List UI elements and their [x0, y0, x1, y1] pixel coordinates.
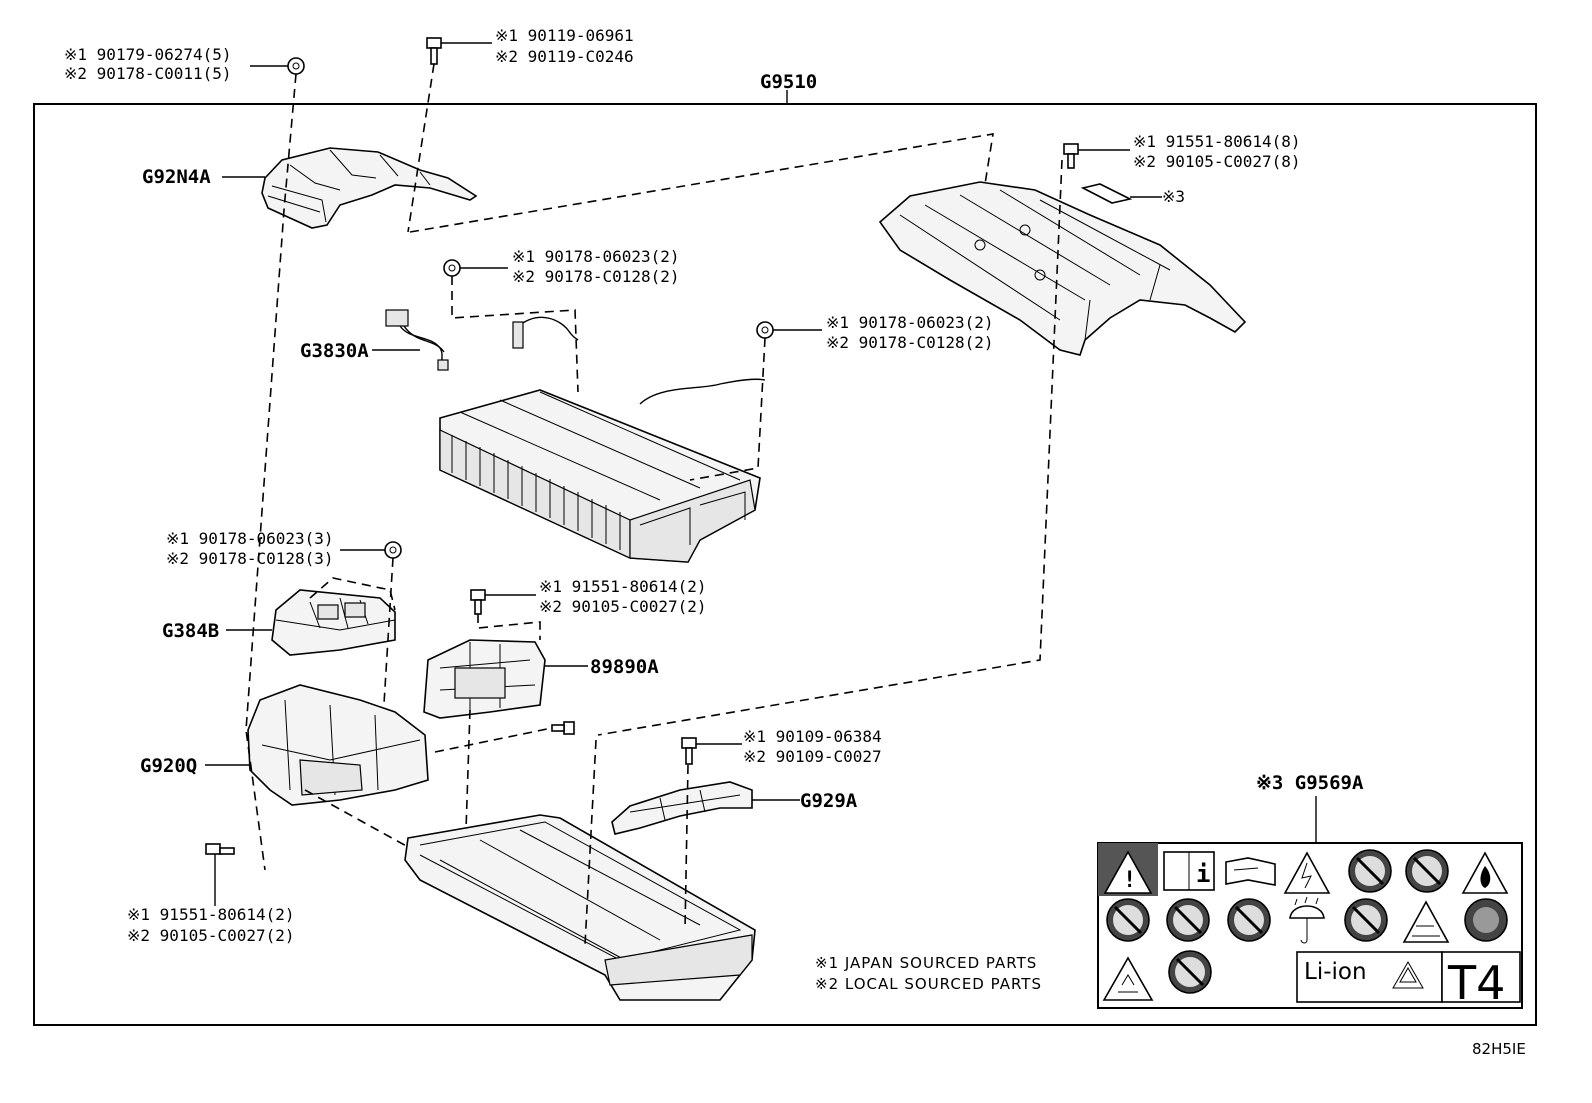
block-label: G384B	[162, 620, 219, 642]
warning-icon	[1103, 850, 1153, 894]
caution-plate: ! i	[1097, 842, 1523, 1010]
top-bolt-line1: ※1 90119-06961	[495, 26, 634, 45]
ecu-label: 89890A	[590, 656, 659, 678]
sensor-wire-part[interactable]	[639, 378, 766, 405]
battery-stack-part[interactable]	[439, 389, 761, 563]
bracket-bolt-line1: ※1 90109-06384	[743, 727, 882, 746]
right-nut-line1: ※1 90178-06023(2)	[826, 313, 994, 332]
nut-icon	[443, 259, 461, 277]
recycle-icon	[1392, 960, 1424, 989]
bolt-icon	[205, 843, 235, 855]
left-nut-line1: ※1 90178-06023(3)	[166, 529, 334, 548]
nut-icon	[384, 541, 402, 559]
bracket-bolt-line2: ※2 90109-C0027	[743, 747, 882, 766]
manual-icon: i	[1163, 851, 1215, 891]
right-nut-line2: ※2 90178-C0128(2)	[826, 333, 994, 352]
flammable-icon	[1461, 851, 1509, 894]
bolt-icon	[426, 37, 442, 65]
ecu-part[interactable]	[423, 639, 546, 719]
t4-class-text: T4	[1447, 956, 1505, 1010]
bolt-icon	[470, 589, 486, 615]
ecu-bolt-line2: ※2 90105-C0027(2)	[539, 597, 707, 616]
lower-tray-part[interactable]	[404, 814, 756, 1001]
high-voltage-icon	[1283, 851, 1331, 894]
corrosive-icon	[1402, 900, 1450, 943]
keep-dry-icon	[1289, 896, 1325, 944]
explosion-icon	[1102, 956, 1154, 1001]
assembly-frame	[33, 103, 1537, 1026]
duct-part[interactable]	[261, 147, 478, 229]
cover-bolt-line1: ※1 91551-80614(8)	[1133, 132, 1301, 151]
recycle-mark-icon	[1464, 898, 1508, 942]
li-ion-text: Li-ion	[1304, 959, 1367, 985]
svg-text:!: !	[1123, 868, 1136, 893]
bolt-icon	[1063, 143, 1079, 169]
upper-cover-part[interactable]	[878, 181, 1247, 356]
no-lift-icon	[1106, 898, 1150, 942]
note-local-parts: ※2 LOCAL SOURCED PARTS	[815, 975, 1042, 993]
caution-label-ref: ※3 G9569A	[1256, 772, 1364, 794]
nut-icon	[756, 321, 774, 339]
top-bolt-line2: ※2 90119-C0246	[495, 47, 634, 66]
label-ref: ※3	[1162, 187, 1185, 206]
no-touch-icon	[1348, 849, 1392, 893]
bracket-right-part[interactable]	[611, 781, 753, 835]
wire-label: G3830A	[300, 340, 369, 362]
mid-nut-line1: ※1 90178-06023(2)	[512, 247, 680, 266]
bolt-icon	[551, 721, 575, 735]
top-left-nut-line1: ※1 90179-06274(5)	[64, 45, 232, 64]
top-left-nut-line2: ※2 90178-C0011(5)	[64, 64, 232, 83]
no-open-icon	[1344, 898, 1388, 942]
ecu-bolt-line1: ※1 91551-80614(2)	[539, 577, 707, 596]
duct-label: G92N4A	[142, 166, 211, 188]
mid-nut-line2: ※2 90178-C0128(2)	[512, 267, 680, 286]
note-japan-parts: ※1 JAPAN SOURCED PARTS	[815, 954, 1037, 972]
bolt-icon	[681, 737, 697, 765]
manual-hand-icon	[1225, 857, 1276, 886]
no-step-icon	[1166, 898, 1210, 942]
keep-away-children-icon	[1168, 950, 1212, 994]
cover-bolt-line2: ※2 90105-C0027(8)	[1133, 152, 1301, 171]
label-sheet-icon	[1080, 183, 1133, 204]
block-part[interactable]	[271, 589, 396, 656]
bottom-bolt-line2: ※2 90105-C0027(2)	[127, 926, 295, 945]
bracket-left-part[interactable]	[247, 684, 429, 806]
wire-harness-part[interactable]	[385, 309, 449, 371]
bottom-bolt-line1: ※1 91551-80614(2)	[127, 905, 295, 924]
bracket-left-label: G920Q	[140, 755, 197, 777]
bracket-right-label: G929A	[800, 790, 858, 812]
no-fire-icon	[1405, 849, 1449, 893]
nut-icon	[287, 57, 305, 75]
svg-text:i: i	[1196, 860, 1210, 888]
figure-code: 82H5IE	[1472, 1040, 1526, 1058]
assembly-label: G9510	[760, 71, 817, 93]
sensor-wire-part[interactable]	[512, 316, 579, 349]
no-disassemble-icon	[1227, 898, 1271, 942]
left-nut-line2: ※2 90178-C0128(3)	[166, 549, 334, 568]
